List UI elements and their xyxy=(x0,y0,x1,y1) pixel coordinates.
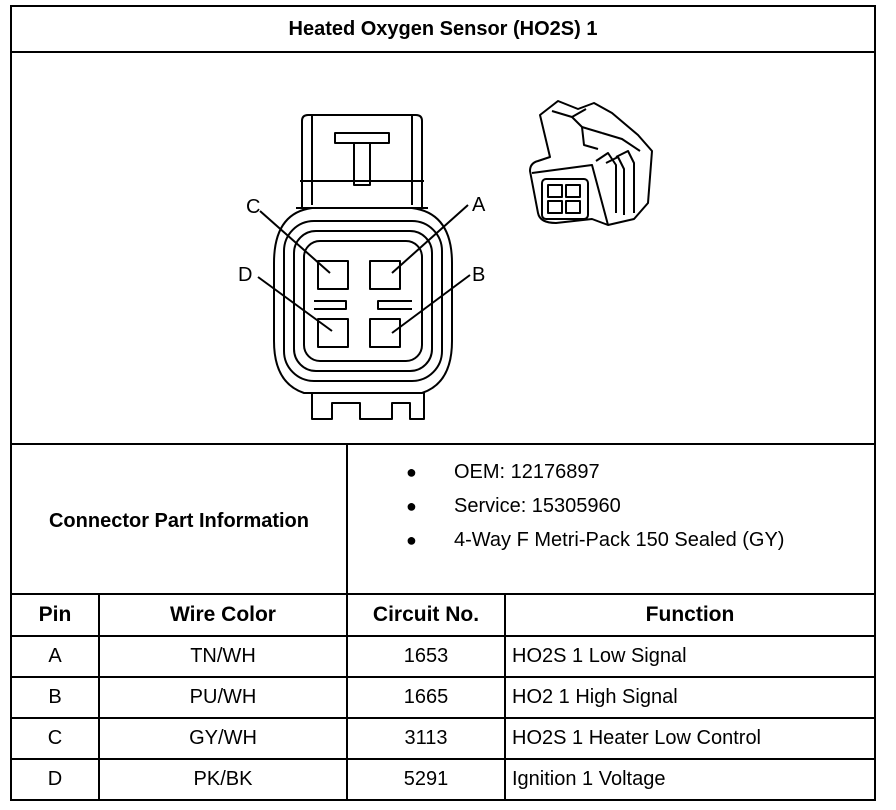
cell-wire-color: TN/WH xyxy=(190,645,256,667)
header-wire-color: Wire Color xyxy=(170,603,276,626)
cell-function: Ignition 1 Voltage xyxy=(512,768,666,790)
divider-diagram xyxy=(12,443,874,445)
cell-wire-color: PU/WH xyxy=(189,686,257,708)
header-circuit-no: Circuit No. xyxy=(372,603,480,626)
cell-pin: D xyxy=(47,768,63,790)
cell-pin: C xyxy=(47,727,63,749)
info-item-description: ●4-Way F Metri-Pack 150 Sealed (GY) xyxy=(406,529,785,551)
info-item-oem: ●OEM: 12176897 xyxy=(406,461,600,483)
cell-function: HO2S 1 Heater Low Control xyxy=(512,727,762,749)
cell-circuit: 5291 xyxy=(403,768,449,790)
cell-function: HO2 1 High Signal xyxy=(512,686,678,708)
pin-label-a: A xyxy=(472,194,486,216)
connector-sheet: Heated Oxygen Sensor (HO2S) 1 xyxy=(10,5,876,801)
pin-label-d: D xyxy=(238,264,252,286)
cell-circuit: 1653 xyxy=(403,645,449,667)
cell-function: HO2S 1 Low Signal xyxy=(512,645,687,667)
cell-wire-color: GY/WH xyxy=(189,727,257,749)
cell-circuit: 1665 xyxy=(403,686,449,708)
divider-info xyxy=(12,593,874,595)
connector-info-list: ●OEM: 12176897 ●Service: 15305960 ●4-Way… xyxy=(350,455,870,557)
header-function: Function xyxy=(645,603,735,626)
pin-label-c: C xyxy=(246,196,260,218)
cell-pin: A xyxy=(48,645,62,667)
connector-iso-view xyxy=(529,100,653,226)
header-pin: Pin xyxy=(38,603,72,626)
info-item-service: ●Service: 15305960 xyxy=(406,495,621,517)
divider-title xyxy=(12,51,874,53)
pin-label-b: B xyxy=(472,264,485,286)
connector-diagram: C A D B xyxy=(238,100,653,420)
cell-circuit: 3113 xyxy=(404,727,448,749)
cell-wire-color: PK/BK xyxy=(193,768,253,790)
connector-info-label: Connector Part Information xyxy=(48,509,309,532)
divider-info-vertical xyxy=(346,443,348,593)
cell-pin: B xyxy=(48,686,62,708)
sheet-title: Heated Oxygen Sensor (HO2S) 1 xyxy=(288,18,598,40)
